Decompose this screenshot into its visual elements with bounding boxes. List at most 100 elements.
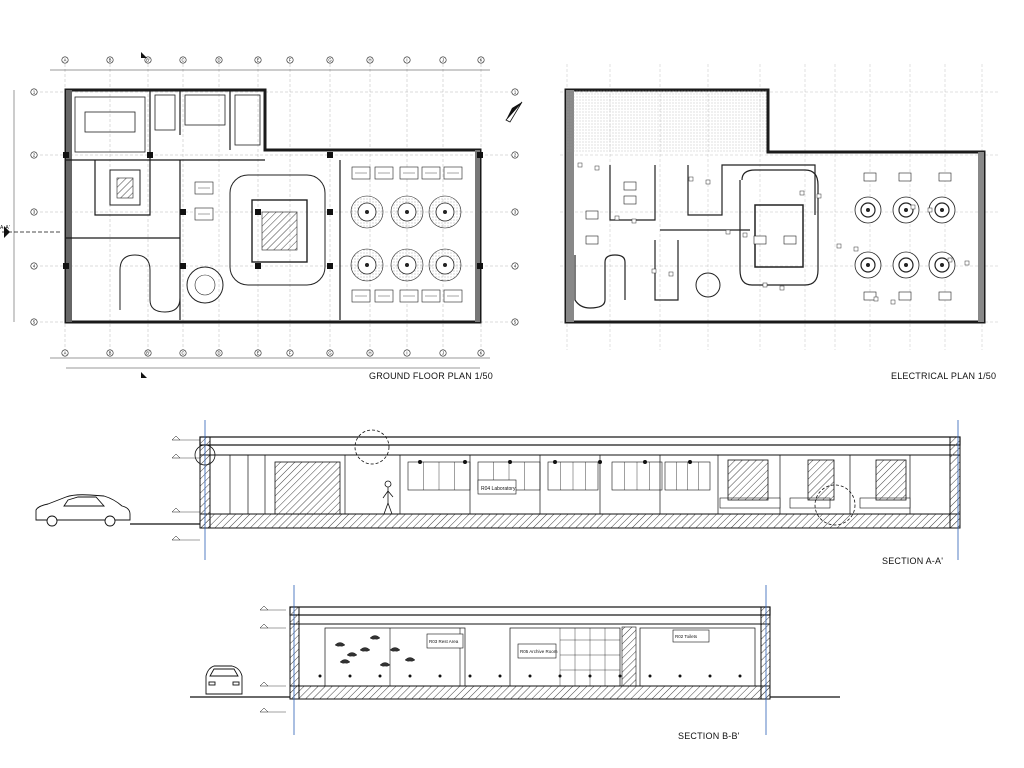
end-wall-right (760, 606, 771, 700)
downlight-symbol (964, 260, 970, 266)
structural-column (180, 209, 186, 215)
grid-bubble-B': B' (144, 56, 152, 64)
interior-elevation-panels (318, 627, 756, 687)
room-tag-laboratory: R04 Laboratory (477, 479, 517, 495)
fixture-symbol (783, 235, 797, 245)
round-table (428, 248, 462, 282)
svg-text:J: J (442, 58, 444, 63)
downlight-symbol (779, 285, 785, 291)
grid-bubble-A: A (61, 349, 69, 357)
west-wing-hatch (66, 90, 72, 322)
grid-bubble-B: B (106, 56, 114, 64)
grid-bubble-B': B' (144, 349, 152, 357)
outlet-mark (618, 674, 622, 678)
grid-bubble-5: 5 (30, 318, 38, 326)
svg-text:K: K (480, 351, 483, 356)
downlight-symbol (836, 243, 842, 249)
outlet-mark (528, 674, 532, 678)
downlight-symbol (762, 282, 768, 288)
round-table (428, 195, 462, 229)
bird-icon (339, 659, 351, 664)
svg-text:G: G (328, 58, 331, 63)
room-tag-toilets: R02 Toilets (672, 629, 710, 643)
plan-cut-label: A-A' (0, 225, 11, 231)
bird-icon (389, 647, 401, 652)
svg-text:R05 Archive Room: R05 Archive Room (520, 649, 558, 654)
bird-icon (359, 647, 371, 652)
svg-text:3: 3 (514, 210, 517, 215)
svg-text:C: C (181, 58, 184, 63)
fixture-symbol (863, 172, 877, 182)
fixture-symbol (898, 291, 912, 301)
room-tag-laboratory-text: R04 Laboratory (481, 486, 516, 492)
fixture-symbol (623, 195, 637, 205)
svg-text:J: J (442, 351, 444, 356)
svg-text:H: H (368, 351, 371, 356)
wall-panel (509, 627, 621, 687)
section-b-b: R05 Archive Room R03 Rest Area R02 Toile… (190, 585, 840, 735)
svg-text:B: B (109, 351, 112, 356)
level-mark (171, 535, 181, 541)
wall-panel (639, 627, 756, 687)
pendant-fixture (892, 196, 920, 224)
north-arrow-icon (505, 101, 523, 123)
svg-text:B': B' (146, 58, 150, 63)
downlight-symbol (947, 257, 953, 263)
bird-icon (369, 635, 381, 640)
svg-text:G: G (328, 351, 331, 356)
grid-bubble-D: D (215, 349, 223, 357)
grid-bubble-I: I (403, 56, 411, 64)
structural-column (255, 263, 261, 269)
grid-bubble-F: F (286, 56, 294, 64)
interior-elevation-panels (229, 455, 911, 514)
person-figure-icon (382, 480, 394, 515)
downlight-symbol (816, 193, 822, 199)
grid-bubble-E: E (254, 56, 262, 64)
detail-callout (814, 484, 856, 526)
svg-text:B: B (109, 58, 112, 63)
grid-bubble-I: I (403, 349, 411, 357)
desk-rows (194, 166, 463, 303)
ceiling-light (508, 460, 512, 464)
structural-columns (63, 152, 483, 269)
downlight-symbol (890, 299, 896, 305)
pendant-fixture (892, 251, 920, 279)
ceiling-light (598, 460, 602, 464)
downlight-symbol (668, 271, 674, 277)
svg-text:F: F (289, 351, 292, 356)
grid-bubble-2: 2 (30, 151, 38, 159)
svg-text:2: 2 (33, 153, 36, 158)
hatched-wall-panel (807, 459, 835, 501)
car-icon (35, 494, 131, 527)
svg-text:4: 4 (514, 264, 517, 269)
svg-text:3: 3 (33, 210, 36, 215)
pendant-fixture (928, 251, 956, 279)
grid-bubble-G: G (326, 56, 334, 64)
downlight-symbol (688, 176, 694, 182)
ceiling-light (688, 460, 692, 464)
outlet-mark (588, 674, 592, 678)
level-mark (259, 605, 269, 611)
round-table (390, 195, 424, 229)
end-wall-left (289, 606, 300, 700)
svg-text:A: A (64, 58, 67, 63)
toilets-block (74, 94, 261, 153)
structural-column (327, 152, 333, 158)
electrical-plan (560, 64, 1000, 350)
round-table (390, 248, 424, 282)
section-a-a: R04 Laboratory (35, 420, 961, 560)
downlight-symbol (927, 207, 933, 213)
hatched-wall-panel (875, 459, 907, 501)
wall-panel (324, 627, 466, 687)
svg-text:R02 Toilets: R02 Toilets (675, 634, 698, 639)
grid-bubble-E: E (254, 349, 262, 357)
east-wall-hatch (475, 150, 480, 322)
fixture-symbol (753, 235, 767, 245)
downlight-symbol (594, 165, 600, 171)
svg-text:1: 1 (514, 90, 517, 95)
grid-bubble-2: 2 (511, 151, 519, 159)
structural-column (180, 263, 186, 269)
outlet-mark (468, 674, 472, 678)
fixture-symbol (585, 210, 599, 220)
